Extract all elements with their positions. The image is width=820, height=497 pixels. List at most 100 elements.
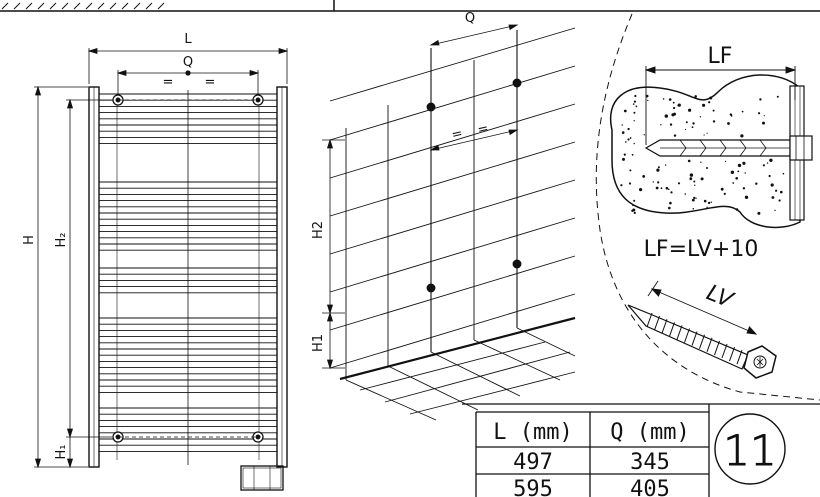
label-H1: H₁ — [54, 445, 69, 460]
concrete-speck — [687, 159, 691, 163]
concrete-speck — [627, 127, 630, 131]
lag-screw — [627, 304, 777, 379]
concrete-speck — [706, 206, 708, 208]
label-L: L — [184, 32, 192, 47]
concrete-speck — [732, 182, 735, 184]
concrete-speck — [665, 186, 669, 190]
mark-point-top-left — [426, 102, 436, 112]
concrete-speck — [703, 199, 707, 203]
concrete-speck — [699, 116, 702, 118]
screw-thread — [669, 322, 675, 337]
concrete-speck — [647, 99, 649, 102]
concrete-speck — [695, 197, 697, 199]
concrete-speck — [633, 111, 636, 114]
concrete-speck — [692, 122, 695, 125]
concrete-speck — [685, 121, 688, 124]
concrete-speck — [706, 132, 708, 134]
concrete-speck — [634, 94, 637, 98]
concrete-speck — [627, 138, 630, 141]
concrete-speck — [668, 98, 672, 101]
concrete-speck — [744, 172, 746, 174]
concrete-speck — [693, 196, 696, 199]
concrete-speck — [669, 201, 672, 205]
screw-thread — [684, 328, 690, 343]
screw-thread — [661, 319, 668, 334]
concrete-speck — [769, 158, 773, 162]
screw-thread — [691, 331, 698, 346]
label-LV: LV — [703, 281, 738, 315]
concrete-speck — [652, 181, 654, 183]
concrete-speck — [757, 211, 761, 215]
concrete-speck — [632, 204, 634, 207]
anchor-detail — [595, 13, 820, 401]
concrete-speck — [692, 208, 695, 210]
concrete-speck — [668, 206, 671, 210]
screw-thread — [646, 312, 653, 328]
concrete-speck — [694, 184, 696, 186]
concrete-speck — [633, 120, 635, 122]
concrete-speck — [671, 113, 675, 117]
concrete-speck — [708, 101, 711, 104]
concrete-speck — [709, 96, 713, 100]
concrete-speck — [633, 199, 636, 202]
concrete-speck — [688, 108, 692, 112]
concrete-speck — [766, 162, 769, 164]
wall-equal-right: = — [476, 121, 490, 138]
concrete-speck — [685, 128, 687, 131]
screw-thread — [736, 350, 743, 365]
concrete-speck — [762, 121, 765, 125]
wall-dimension-Q — [429, 24, 519, 46]
concrete-speck — [684, 193, 686, 195]
concrete-speck — [727, 122, 730, 125]
concrete-speck — [633, 142, 635, 145]
screw-thread — [699, 334, 705, 349]
concrete-speck — [632, 103, 635, 105]
concrete-speck — [710, 201, 712, 203]
equal-mark-left: = — [163, 75, 174, 90]
concrete-speck — [694, 95, 697, 98]
concrete-speck — [689, 173, 694, 177]
mark-point-bottom-right — [512, 259, 522, 269]
dimension-table — [462, 403, 820, 497]
concrete-speck — [642, 175, 646, 178]
concrete-speck — [778, 199, 781, 202]
concrete-speck — [740, 134, 744, 138]
concrete-speck — [712, 109, 715, 112]
concrete-speck — [706, 167, 708, 169]
concrete-speck — [662, 98, 665, 100]
concrete-speck — [758, 112, 761, 115]
concrete-speck — [664, 114, 668, 118]
concrete-speck — [744, 195, 749, 199]
page-badge-circle — [714, 413, 786, 485]
label-LF: LF — [708, 44, 733, 69]
concrete-speck — [768, 174, 771, 178]
screw-thread — [721, 343, 728, 359]
concrete-speck — [755, 182, 758, 185]
concrete-speck — [742, 187, 746, 190]
concrete-speck — [774, 209, 776, 212]
page-badge: 11 — [723, 426, 776, 475]
table-header-Q: Q (mm) — [610, 420, 689, 445]
concrete-speck — [629, 137, 632, 139]
concrete-speck — [782, 172, 785, 175]
concrete-speck — [759, 98, 762, 101]
screw-thread — [654, 315, 660, 331]
mark-point-top-right — [512, 78, 522, 88]
table-cell: 405 — [630, 477, 670, 497]
wall-dimension-equal — [429, 129, 519, 151]
concrete-speck — [737, 170, 740, 173]
concrete-speck — [625, 141, 627, 143]
dimension-Q — [116, 69, 260, 94]
concrete-speck — [741, 110, 744, 113]
concrete-speck — [673, 106, 676, 110]
concrete-speck — [702, 103, 706, 107]
concrete-speck — [655, 186, 659, 190]
screw-thread — [729, 346, 735, 362]
concrete-speck — [673, 134, 677, 137]
concrete-speck — [660, 124, 662, 126]
concrete-speck — [780, 190, 783, 194]
concrete-speck — [622, 157, 625, 161]
wall-equal-left: = — [450, 126, 464, 143]
concrete-speck — [735, 177, 738, 180]
